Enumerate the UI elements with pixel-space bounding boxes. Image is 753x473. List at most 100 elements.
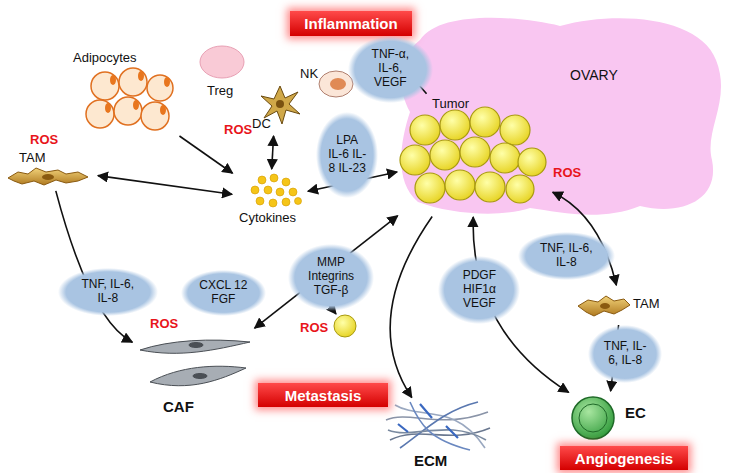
adipocytes	[138, 71, 144, 81]
adipocytes	[164, 77, 170, 87]
ecm-fibers	[398, 404, 458, 438]
tam-cell: TAM	[5, 150, 95, 188]
tumor-cells	[490, 143, 520, 173]
ecm-fibers: ECM	[380, 400, 495, 472]
cell-label: TAM	[19, 150, 45, 165]
cell-label: CAF	[163, 398, 194, 415]
ovary-blob	[401, 18, 721, 215]
tumor-cells	[475, 172, 505, 202]
nk-cell: NK	[298, 60, 354, 102]
tumor-cells	[430, 140, 460, 170]
tam-cell	[8, 168, 88, 185]
ovary-blob	[401, 18, 721, 215]
cell-label: ECM	[414, 452, 447, 469]
cell-label: EC	[625, 404, 646, 421]
factor-ellipse: TNF-α, IL-6, VEGF	[348, 36, 433, 103]
cytokine-dots	[251, 186, 259, 194]
adipocytes	[86, 68, 173, 130]
tumor-cells	[440, 110, 470, 140]
organ-region: OVARY Tumor	[395, 12, 720, 217]
adipocytes	[147, 75, 173, 101]
ros-label: ROS	[300, 320, 328, 335]
cytokine-dots	[264, 186, 272, 194]
tam-cell	[578, 296, 630, 316]
cell-label: NK	[300, 66, 318, 81]
tam-cell: TAM	[575, 288, 667, 322]
treg-cell	[200, 46, 244, 78]
endothelial-cell	[572, 397, 614, 439]
tam-cell	[600, 303, 610, 309]
arrow-connector	[179, 136, 232, 173]
caf-cells: CAF	[135, 330, 255, 420]
arrow-connector	[390, 216, 432, 397]
arrow-connector	[56, 191, 133, 342]
cytokines: Cytokines	[235, 172, 305, 227]
factor-ellipse: PDGF HIF1α VEGF	[438, 256, 520, 324]
arrow-connector	[272, 136, 274, 169]
cell-label: DC	[252, 116, 271, 131]
tumor-cells	[518, 148, 546, 176]
cytokine-dots	[251, 174, 302, 207]
adipocytes	[105, 103, 111, 113]
ros-label: ROS	[553, 165, 581, 180]
tumor-cells	[500, 115, 530, 145]
adipocytes	[91, 72, 119, 100]
tumor-cells	[415, 173, 445, 203]
endothelial-cell: EC	[565, 394, 650, 440]
cytokine-dots	[289, 188, 297, 196]
tumor-cells	[445, 170, 475, 200]
factor-list: TNF, IL-6, IL-8	[602, 340, 648, 368]
tam-cell	[8, 168, 88, 185]
cell-label: TAM	[633, 296, 659, 311]
cell-label: Treg	[207, 83, 233, 98]
adipocytes	[160, 105, 166, 115]
cell-label: Cytokines	[239, 210, 296, 225]
caf-cells	[140, 340, 250, 353]
tumor-mass: Tumor	[400, 96, 550, 214]
ecm-fibers	[388, 430, 486, 440]
cell-label: Adipocytes	[73, 50, 137, 65]
factor-list: MMP Integrins TGF-β	[304, 256, 358, 297]
arrow-connector	[98, 176, 232, 195]
arrow-connector	[255, 216, 398, 328]
cytokine-dots	[295, 198, 302, 205]
ros-label: ROS	[224, 122, 252, 137]
ecm-fibers	[410, 402, 470, 450]
ros-label: ROS	[30, 132, 58, 147]
tumor-cells	[410, 115, 440, 145]
tam-cell	[578, 296, 630, 316]
adipocytes	[105, 71, 170, 115]
tumor-cells	[460, 137, 490, 167]
factor-list: TNF, IL-6, IL-8	[76, 278, 139, 306]
factor-ellipse: TNF, IL-6, IL-8	[58, 268, 158, 316]
dc-cell: DC	[250, 88, 300, 133]
factor-list: CXCL 12 FGF	[197, 279, 250, 307]
cytokine-dots	[256, 197, 264, 205]
adipocytes	[141, 102, 169, 130]
factor-ellipse: CXCL 12 FGF	[181, 270, 266, 316]
adipocytes	[110, 75, 116, 85]
ecm-fibers	[386, 402, 490, 450]
adipocytes	[114, 97, 142, 125]
nk-cell	[330, 78, 346, 90]
ecm-fibers	[386, 412, 488, 420]
factor-list: LPA IL-6 IL-8 IL-23	[328, 134, 366, 175]
banner-title: Inflammation	[304, 15, 397, 32]
cytokine-dots	[282, 178, 290, 186]
cytokine-dots	[282, 198, 290, 206]
banner: Angiogenesis	[560, 446, 688, 470]
adipocytes	[119, 68, 147, 96]
caf-cells	[140, 340, 250, 386]
ros-label: ROS	[150, 316, 178, 331]
cell-label: OVARY	[570, 67, 618, 83]
cytokine-dots	[270, 174, 278, 182]
tumor-cells	[400, 145, 430, 175]
metastatic-cell	[334, 315, 356, 337]
factor-ellipse: MMP Integrins TGF-β	[288, 244, 374, 311]
ecm-fibers	[400, 402, 478, 448]
factor-list: PDGF HIF1α VEGF	[454, 269, 505, 310]
tumor-cells	[506, 175, 534, 203]
tumor-cells	[470, 107, 500, 137]
factor-list: TNF-α, IL-6, VEGF	[364, 48, 417, 89]
